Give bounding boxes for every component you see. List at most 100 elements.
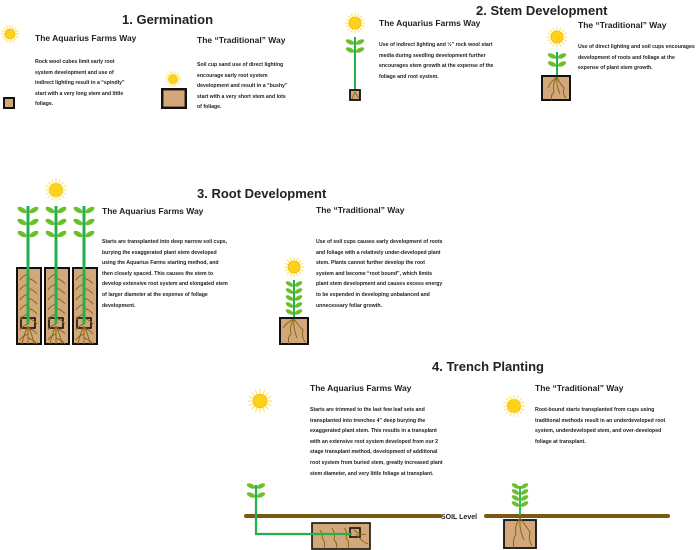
- sun-ray: [289, 257, 293, 262]
- text-line: then closely spaced. This causes the ste…: [102, 270, 213, 277]
- root: [47, 333, 57, 341]
- text-line: stem. Plants cannot further develop the …: [316, 260, 425, 267]
- leaf: [85, 206, 95, 214]
- text-line: unnecessary foliar growth.: [316, 302, 383, 309]
- leaf: [73, 230, 83, 238]
- sun-ray: [1, 35, 6, 38]
- deep-cups-illustration: [16, 206, 98, 345]
- sun-ray: [58, 196, 61, 201]
- sun-ray: [14, 30, 19, 33]
- sun-ray: [552, 27, 556, 32]
- text-line: Use of soil cups causes early developmen…: [316, 239, 443, 245]
- leaf: [511, 483, 520, 489]
- sun-ray: [350, 13, 354, 18]
- sun-ray: [520, 401, 525, 404]
- leaf: [511, 501, 520, 507]
- text-line: of larger diameter at the expense of fol…: [102, 291, 208, 298]
- section-1-aquarius-heading: The Aquarius Farms Way: [35, 33, 137, 43]
- text-line: exaggerated plant stem. This results in …: [310, 428, 437, 435]
- sun-ray: [284, 262, 289, 266]
- section-2-aquarius-heading: The Aquarius Farms Way: [379, 18, 481, 28]
- rock-wool-cube-icon: [3, 97, 15, 109]
- sun-ray: [248, 403, 254, 407]
- sun-icon: [45, 179, 67, 201]
- sun-ray: [505, 410, 510, 415]
- sun-ray: [516, 412, 519, 417]
- sun-ray: [3, 27, 7, 31]
- leaf: [17, 230, 27, 238]
- leaf: [294, 302, 303, 308]
- sun-ray: [13, 27, 17, 31]
- root: [47, 323, 57, 331]
- sun-icon: [164, 70, 182, 88]
- text-line: with an extensive root system developed …: [310, 438, 438, 445]
- section-3-traditional-heading: The “Traditional” Way: [316, 205, 405, 215]
- text-line: and foliage with a relatively under-deve…: [316, 249, 441, 256]
- leaf: [285, 288, 294, 294]
- sun-ray: [62, 192, 67, 195]
- sun-ray: [254, 407, 258, 413]
- sun-ray: [176, 72, 180, 76]
- text-line: foliage.: [35, 101, 54, 108]
- sun-ray: [518, 397, 523, 402]
- root: [77, 325, 91, 345]
- leaf: [520, 501, 529, 507]
- section-4-traditional-text: Root-bound starts transplanted from cups…: [535, 405, 700, 447]
- leaf: [57, 230, 67, 238]
- text-line: develop extensive root system and elonga…: [102, 281, 228, 288]
- text-line: Starts are trimmed to the last few leaf …: [310, 407, 425, 413]
- root: [19, 333, 29, 341]
- sun-ray: [286, 259, 291, 264]
- leaf: [294, 309, 303, 315]
- leaf: [294, 295, 303, 301]
- sun-ray: [11, 25, 14, 30]
- sun-ray: [174, 71, 177, 75]
- text-line: foliage and root system.: [379, 73, 439, 80]
- sun-ray: [165, 80, 169, 83]
- text-line: Use of indirect lighting and ½” rock woo…: [379, 42, 493, 48]
- leaf: [17, 218, 27, 226]
- sun-icon: [1, 25, 19, 43]
- text-line: development.: [102, 302, 136, 309]
- text-line: plant stem development and causes excess…: [316, 281, 443, 288]
- leaf: [73, 206, 83, 214]
- leaf: [520, 483, 529, 489]
- leaf: [285, 302, 294, 308]
- leaf: [73, 218, 83, 226]
- text-line: Use of direct lighting and soil cups enc…: [578, 44, 695, 50]
- leaf: [285, 309, 294, 315]
- sun-ray: [251, 405, 256, 410]
- section-3-aquarius-text: Starts are transplanted into deep narrow…: [102, 237, 272, 311]
- sun-ray: [1, 30, 6, 33]
- root: [75, 323, 85, 331]
- section-2-traditional-text: Use of direct lighting and soil cups enc…: [578, 42, 700, 74]
- text-line: system, underdeveloped stem, and over-de…: [535, 428, 662, 435]
- root: [19, 323, 29, 331]
- sun-icon: [503, 395, 525, 417]
- sun-ray: [358, 15, 363, 20]
- sun-ray: [558, 27, 562, 32]
- section-2-title: 2. Stem Development: [476, 3, 608, 18]
- leaf: [57, 218, 67, 226]
- sun-ray: [47, 194, 52, 199]
- sun-ray: [6, 38, 9, 43]
- sun-ray: [51, 179, 54, 184]
- text-line: expense of plant stem growth.: [578, 65, 653, 72]
- sun-icon: [248, 389, 272, 413]
- sun-ray: [262, 407, 266, 413]
- sun-ray: [547, 32, 552, 36]
- sun-ray: [286, 270, 291, 275]
- sun-ray: [505, 397, 510, 402]
- sun-ray: [562, 38, 567, 42]
- sun-ray: [45, 185, 50, 188]
- sun-ray: [549, 29, 554, 34]
- sun-ray: [62, 185, 67, 188]
- sun-ray: [177, 80, 181, 83]
- leaf: [294, 281, 303, 287]
- sun-ray: [358, 26, 363, 31]
- text-line: Soil cup sand use of direct lighting: [197, 62, 284, 68]
- root: [21, 325, 35, 345]
- section-1-aquarius-text: Rock wool cubes limit early root system …: [35, 57, 175, 110]
- text-line: transplanted into trenches 4” deep buryi…: [310, 417, 426, 424]
- text-line: development of roots and foliage at the: [578, 54, 675, 61]
